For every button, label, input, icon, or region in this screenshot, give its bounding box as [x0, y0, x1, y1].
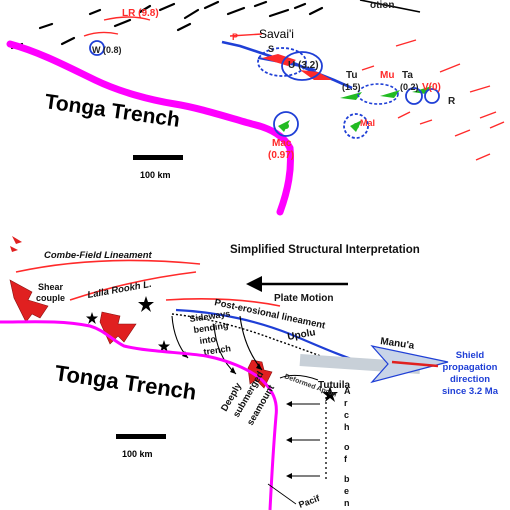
ta-age-label: (0.2): [400, 82, 419, 92]
green-vents: [278, 86, 432, 132]
shear-label-1: Shear: [38, 282, 64, 292]
bottom-title: Simplified Structural Interpretation: [230, 244, 420, 256]
combe-label: Combe-Field Lineament: [44, 250, 153, 261]
svg-text:A: A: [344, 386, 351, 396]
p-label: P: [232, 32, 238, 42]
plate-motion-arrowhead: [246, 276, 262, 292]
shear-label-2: couple: [36, 293, 65, 303]
svg-text:r: r: [344, 398, 348, 408]
mac-age-label: (0.97): [268, 150, 294, 161]
ta-label: Ta: [402, 70, 413, 81]
arch-label: A r c h o f b e n: [344, 386, 351, 508]
savaii-label: Savai'i: [259, 27, 294, 41]
tonga-trench-label-bottom: Tonga Trench: [53, 360, 198, 405]
tutuila-label: Tutuila: [318, 380, 350, 391]
r-label: R: [448, 96, 456, 107]
scale-label-top: 100 km: [140, 170, 171, 180]
mal-label: Mal: [360, 118, 375, 128]
savaii-island-shape: [262, 54, 296, 66]
volcano-circles: [89, 40, 440, 139]
w-label: W (0.8): [92, 45, 122, 55]
scale-bar-top: [133, 155, 183, 160]
motion-label: otion: [370, 0, 394, 11]
s-label: S: [268, 44, 274, 54]
plate-motion-label: Plate Motion: [274, 293, 333, 304]
seafloor-fabric: [10, 0, 324, 50]
red-shear-arrows: [9, 279, 273, 389]
motion-arrow-stub: [359, 0, 421, 13]
mac-label: Mac: [272, 138, 292, 149]
red-lineaments: [83, 16, 505, 161]
scale-label-bottom: 100 km: [122, 449, 153, 459]
lalla-label: Lalla Rookh L.: [87, 279, 153, 301]
svg-text:c: c: [344, 410, 349, 420]
shield-label-1: Shield: [456, 350, 485, 361]
svg-text:o: o: [344, 442, 350, 452]
v-label: V(0): [422, 82, 441, 93]
scale-bar-bottom: [116, 434, 166, 439]
svg-text:e: e: [344, 486, 349, 496]
shield-label-2: propagation: [443, 362, 498, 373]
top-panel: otion: [6, 0, 505, 216]
tonga-trench-label-top: Tonga Trench: [43, 90, 181, 132]
pacific-label: Pacif: [297, 493, 322, 510]
sideways-label-4: trench: [203, 343, 232, 357]
tonga-trench-top: [6, 40, 294, 216]
mu-label: Mu: [380, 70, 394, 81]
tu-label: Tu: [346, 70, 357, 81]
u-label: U (3.2): [288, 60, 319, 71]
sideways-label-2: bending: [193, 320, 229, 335]
blue-lineament: [175, 308, 373, 368]
shield-label-3: direction: [450, 374, 490, 385]
lr-label: LR (9.8): [122, 8, 159, 19]
manua-label: Manu'a: [380, 336, 416, 352]
svg-text:h: h: [344, 422, 350, 432]
lalla-lineament: [69, 271, 197, 301]
svg-text:f: f: [344, 454, 348, 464]
tu-age-label: (1.5): [342, 82, 361, 92]
upolu-label: Upolu: [287, 327, 317, 343]
shield-label-4: since 3.2 Ma: [442, 386, 499, 397]
sideways-label-3: into: [199, 334, 217, 346]
stars: [86, 296, 338, 402]
tonga-trench-bottom: [0, 320, 278, 510]
bottom-panel: Simplified Structural Interpretation Com…: [0, 236, 499, 510]
svg-text:b: b: [344, 474, 350, 484]
combe-lineament: [15, 259, 201, 273]
svg-text:n: n: [344, 498, 350, 508]
